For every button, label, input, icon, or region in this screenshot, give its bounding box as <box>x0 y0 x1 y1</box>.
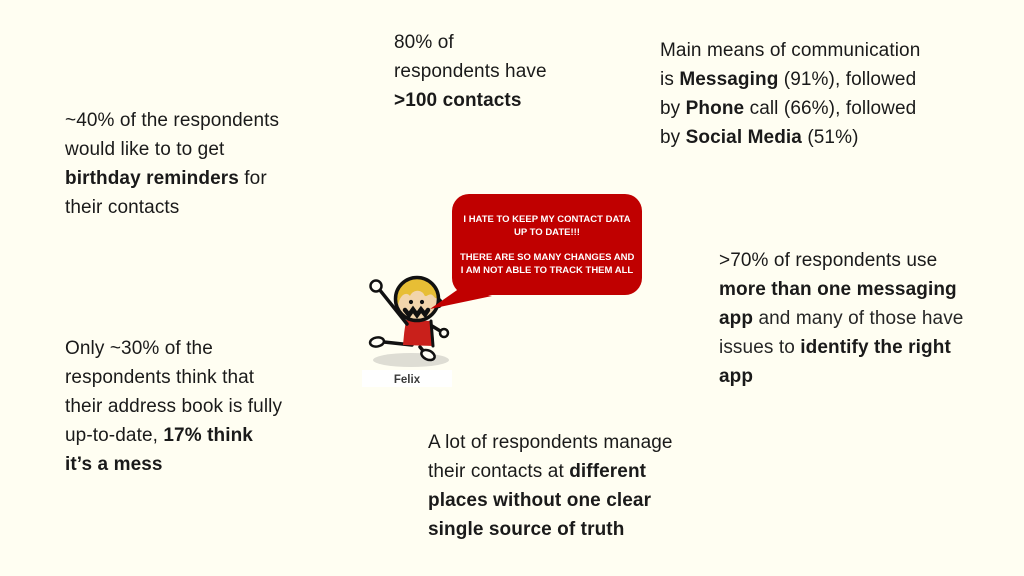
text-line: would like to to get <box>65 139 225 160</box>
text-line: single source of truth <box>428 519 625 540</box>
stat-birthday-reminders: ~40% of the respondents would like to to … <box>65 106 279 222</box>
text-line: I HATE TO KEEP MY CONTACT DATA <box>463 213 631 225</box>
text-line: A lot of respondents manage <box>428 432 673 453</box>
character-name-label: Felix <box>393 374 421 386</box>
text-line: by Phone call (66%), followed <box>660 98 917 119</box>
character-name-label-box: Felix <box>362 370 452 387</box>
hands <box>369 279 450 339</box>
stat-address-book-uptodate: Only ~30% of the respondents think that th… <box>65 334 282 479</box>
text-line: 80% of <box>394 32 454 53</box>
text-line: app and many of those have <box>719 308 964 329</box>
head-outline <box>393 275 441 323</box>
text-line: up-to-date, 17% think <box>65 425 253 446</box>
hair-curl <box>424 290 438 298</box>
text-line: I AM NOT ABLE TO TRACK THEM ALL <box>460 264 634 276</box>
stat-contact-count: 80% of respondents have >100 contacts <box>394 28 547 115</box>
text-line: issues to identify the right <box>719 337 951 358</box>
text-line: more than one messaging <box>719 279 957 300</box>
text-line: places without one clear <box>428 490 652 511</box>
mouth <box>402 305 431 319</box>
text-line: >70% of respondents use <box>719 250 938 271</box>
text-line: Main means of communication <box>660 40 921 61</box>
text-line: respondents have <box>394 61 547 82</box>
red-shirt <box>403 320 434 346</box>
text-line: Only ~30% of the <box>65 338 213 359</box>
text-line: by Social Media (51%) <box>660 127 859 148</box>
text-line: their contacts <box>65 197 180 218</box>
hair <box>395 277 439 307</box>
feet <box>368 336 436 362</box>
text-line: >100 contacts <box>394 90 522 111</box>
stat-messaging-apps: >70% of respondents use more than one mes… <box>719 246 963 391</box>
text-line: app <box>719 366 754 387</box>
text-line: their contacts at different <box>428 461 647 482</box>
text-line: respondents think that <box>65 367 255 388</box>
text-line: THERE ARE SO MANY CHANGES AND <box>460 251 635 263</box>
text-line: UP TO DATE!!! <box>514 226 580 238</box>
stat-communication-means: Main means of communication is Messaging … <box>660 36 920 152</box>
text-line: birthday reminders for <box>65 168 267 189</box>
felix-character-illustration <box>368 275 450 367</box>
text-line: is Messaging (91%), followed <box>660 69 917 90</box>
text-line: ~40% of the respondents <box>65 110 280 131</box>
eyes <box>408 299 425 305</box>
ground-shadow <box>373 353 449 367</box>
text-line: their address book is fully <box>65 396 283 417</box>
stat-single-source-of-truth: A lot of respondents manage their contact… <box>428 428 673 544</box>
text-line: it’s a mess <box>65 454 163 475</box>
